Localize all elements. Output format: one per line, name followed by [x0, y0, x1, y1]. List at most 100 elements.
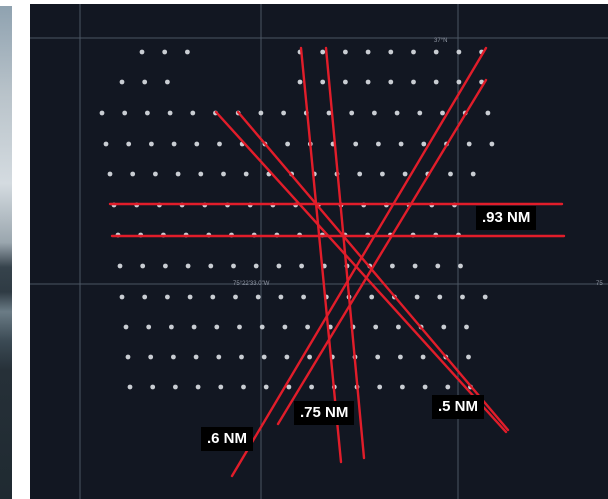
survey-point: [433, 79, 439, 85]
survey-point: [148, 354, 154, 360]
survey-point: [261, 354, 267, 360]
survey-point: [175, 171, 181, 177]
survey-point: [210, 294, 216, 300]
survey-point: [142, 79, 148, 85]
survey-point: [353, 141, 359, 147]
survey-point: [214, 324, 220, 330]
survey-point: [470, 171, 476, 177]
survey-point: [239, 354, 244, 360]
survey-point: [435, 263, 441, 269]
survey-point: [122, 110, 128, 116]
survey-point: [162, 49, 168, 55]
survey-point: [140, 263, 146, 269]
survey-point: [326, 110, 332, 116]
survey-point: [299, 263, 304, 269]
survey-point: [282, 324, 288, 330]
survey-point: [365, 79, 371, 85]
survey-point: [127, 384, 133, 390]
survey-point: [466, 354, 471, 360]
grid-lines: [30, 4, 608, 499]
survey-point: [388, 49, 394, 55]
survey-point: [421, 141, 427, 147]
chart-canvas: 37°N 75°22'33.0"W 75: [30, 4, 608, 499]
survey-point: [286, 384, 292, 390]
survey-point: [218, 384, 224, 390]
survey-point: [190, 110, 196, 116]
survey-point: [420, 354, 426, 360]
survey-point: [357, 171, 363, 177]
survey-point: [187, 294, 193, 300]
distance-label-06: .6 NM: [201, 427, 254, 451]
survey-point: [343, 79, 348, 85]
survey-point: [243, 171, 249, 177]
adjacent-photo-strip: [0, 6, 12, 499]
survey-point: [388, 79, 394, 85]
coord-label-top: 37°N: [434, 38, 447, 44]
survey-point: [373, 324, 379, 330]
survey-point: [369, 294, 375, 300]
survey-point: [263, 384, 269, 390]
survey-point: [163, 263, 168, 269]
coord-label-right: 75: [596, 281, 603, 287]
survey-point: [233, 294, 238, 300]
survey-point: [278, 294, 284, 300]
survey-point: [445, 384, 451, 390]
survey-point: [149, 141, 154, 147]
survey-point: [171, 354, 176, 360]
survey-point: [448, 171, 453, 177]
survey-point: [208, 263, 214, 269]
survey-point: [99, 110, 105, 116]
survey-point: [489, 141, 495, 147]
survey-point: [119, 79, 125, 85]
survey-point: [217, 141, 222, 147]
survey-point: [169, 324, 174, 330]
survey-point: [142, 294, 148, 300]
survey-point: [380, 171, 385, 177]
survey-point: [375, 354, 381, 360]
survey-point: [307, 354, 312, 360]
survey-point: [195, 384, 201, 390]
survey-point: [414, 294, 420, 300]
survey-point: [276, 263, 282, 269]
survey-point: [150, 384, 156, 390]
survey-point: [165, 294, 170, 300]
survey-point: [390, 263, 395, 269]
survey-point: [394, 110, 400, 116]
survey-point: [301, 294, 306, 300]
survey-point: [411, 79, 416, 85]
survey-point: [146, 324, 152, 330]
survey-point: [456, 79, 462, 85]
survey-point: [125, 354, 131, 360]
survey-point: [185, 49, 190, 55]
survey-point: [440, 110, 445, 116]
survey-point: [437, 294, 443, 300]
survey-point: [171, 141, 177, 147]
survey-point: [422, 384, 428, 390]
survey-point: [126, 141, 132, 147]
survey-point: [305, 324, 310, 330]
survey-point: [231, 263, 236, 269]
route-line: [214, 110, 508, 434]
route-line: [276, 78, 488, 426]
survey-point: [458, 263, 463, 269]
survey-point: [107, 171, 113, 177]
survey-point: [255, 294, 261, 300]
survey-point: [349, 110, 355, 116]
survey-point: [259, 324, 265, 330]
survey-point: [411, 49, 416, 55]
distance-label-075: .75 NM: [294, 401, 355, 425]
survey-point: [398, 141, 404, 147]
survey-point: [297, 79, 303, 85]
route-line: [236, 110, 510, 432]
survey-point: [376, 141, 381, 147]
survey-point: [412, 263, 418, 269]
survey-point: [441, 324, 447, 330]
survey-point: [320, 79, 326, 85]
distance-label-05: .5 NM: [432, 395, 485, 419]
survey-point: [130, 171, 136, 177]
survey-point: [241, 384, 246, 390]
survey-point: [191, 324, 197, 330]
distance-label-093: .93 NM: [476, 206, 537, 230]
survey-point: [258, 110, 264, 116]
survey-point: [460, 294, 465, 300]
